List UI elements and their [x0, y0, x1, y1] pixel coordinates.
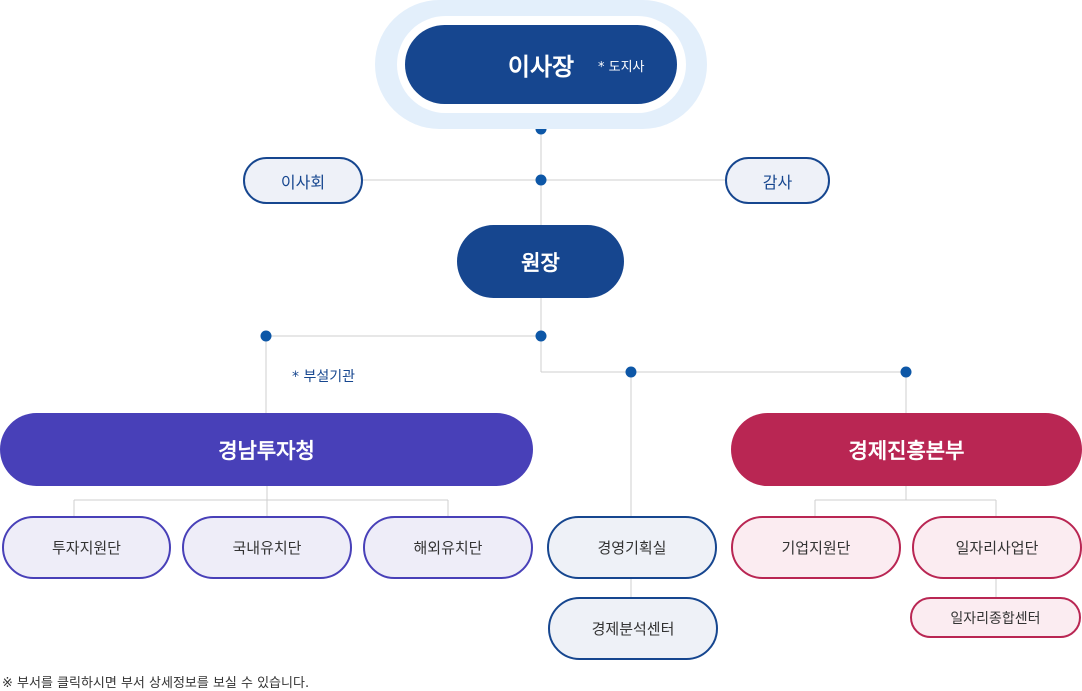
- job-center-label: 일자리종합센터: [950, 610, 1041, 627]
- footnote: ※ 부서를 클릭하시면 부서 상세정보를 보실 수 있습니다.: [2, 676, 310, 691]
- planning-office-label: 경영기획실: [597, 539, 667, 557]
- board-node[interactable]: 이사회: [243, 157, 363, 204]
- job-center-node[interactable]: 일자리종합센터: [910, 597, 1081, 638]
- audit-label: 감사: [762, 172, 793, 192]
- planning-office-node[interactable]: 경영기획실: [547, 516, 717, 579]
- connector-dot: [900, 366, 912, 378]
- director-node[interactable]: 원장: [457, 225, 624, 298]
- investment-agency-node[interactable]: 경남투자청: [0, 413, 533, 486]
- economic-hq-label: 경제진흥본부: [848, 438, 965, 463]
- chairman-label: 이사장: [507, 53, 575, 81]
- overseas-attraction-label: 해외유치단: [413, 539, 483, 557]
- board-label: 이사회: [280, 172, 326, 192]
- attached-institution-note: * 부설기관: [292, 369, 355, 385]
- connector-dot: [535, 330, 547, 342]
- connector-dot: [260, 330, 272, 342]
- domestic-attraction-label: 국내유치단: [232, 539, 302, 557]
- investment-agency-label: 경남투자청: [218, 438, 315, 463]
- job-project-label: 일자리사업단: [955, 539, 1039, 557]
- audit-node[interactable]: 감사: [725, 157, 830, 204]
- business-support-node[interactable]: 기업지원단: [731, 516, 901, 579]
- overseas-attraction-node[interactable]: 해외유치단: [363, 516, 533, 579]
- chairman-node[interactable]: 이사장 * 도지사: [405, 25, 677, 104]
- connector-dot: [535, 174, 547, 186]
- economic-analysis-center-label: 경제분석센터: [591, 620, 675, 638]
- investment-support-label: 투자지원단: [51, 539, 121, 557]
- connector-dot: [625, 366, 637, 378]
- economic-hq-node[interactable]: 경제진흥본부: [731, 413, 1082, 486]
- chairman-note: * 도지사: [598, 60, 645, 75]
- job-project-node[interactable]: 일자리사업단: [912, 516, 1082, 579]
- director-label: 원장: [521, 250, 560, 275]
- business-support-label: 기업지원단: [781, 539, 851, 557]
- domestic-attraction-node[interactable]: 국내유치단: [182, 516, 352, 579]
- investment-support-node[interactable]: 투자지원단: [2, 516, 171, 579]
- economic-analysis-center-node[interactable]: 경제분석센터: [548, 597, 718, 660]
